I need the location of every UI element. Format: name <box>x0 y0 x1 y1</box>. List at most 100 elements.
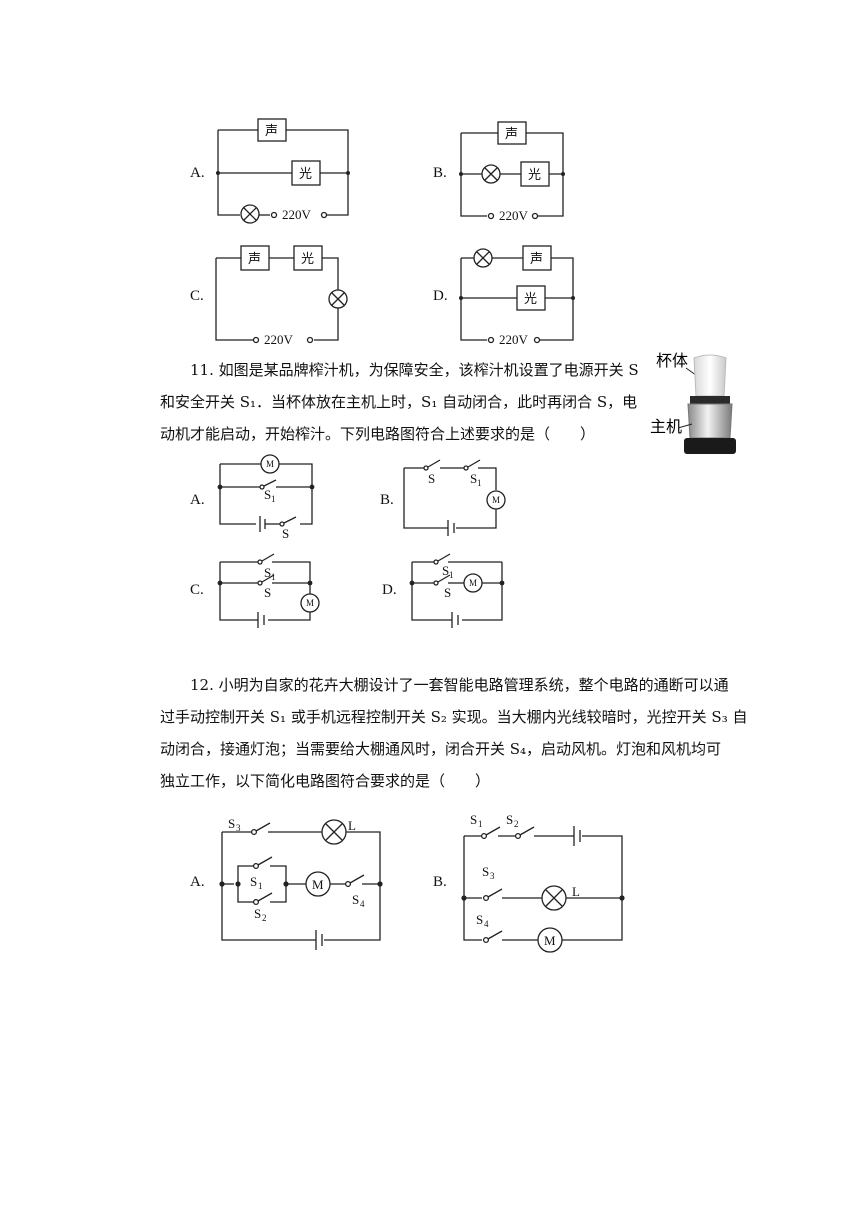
base-label: 主机 <box>650 417 682 436</box>
svg-text:1: 1 <box>477 478 482 488</box>
svg-text:4: 4 <box>484 919 489 929</box>
light-switch-label: 光 <box>301 252 314 267</box>
lamp-icon <box>481 164 501 184</box>
battery-icon <box>259 516 266 532</box>
light-switch-box <box>520 161 550 187</box>
svg-text:M: M <box>312 877 324 892</box>
svg-text:S: S <box>470 471 477 486</box>
q11-option-b-label: B. <box>380 492 394 508</box>
svg-text:S: S <box>250 874 257 889</box>
svg-text:1: 1 <box>258 881 263 891</box>
light-switch-box <box>293 245 323 271</box>
q12-option-b-label: B. <box>433 874 447 890</box>
light-switch-label: 光 <box>299 167 312 182</box>
question-number: 11. <box>190 361 214 379</box>
q12-option-a-label: A. <box>190 874 205 890</box>
svg-text:S: S <box>506 812 513 827</box>
svg-text:S: S <box>228 816 235 831</box>
voltage-label: 220V <box>499 208 529 223</box>
question-11-body: 和安全开关 S₁．当杯体放在主机上时，S₁ 自动闭合，此时再闭合 S，电 动机才… <box>160 386 650 450</box>
lamp-icon <box>473 248 493 268</box>
svg-text:M: M <box>266 459 274 469</box>
svg-text:L: L <box>348 818 356 833</box>
svg-text:1: 1 <box>478 819 483 829</box>
battery-icon <box>315 930 323 950</box>
battery-icon <box>447 520 455 536</box>
q10-circuit-c: 声 光 220V <box>215 245 348 347</box>
svg-text:S: S <box>470 812 477 827</box>
svg-text:M: M <box>306 598 314 608</box>
motor-icon: M <box>537 927 563 953</box>
svg-text:S: S <box>442 563 449 578</box>
question-number: 12. <box>190 676 214 694</box>
question-text-line2: 和安全开关 S₁．当杯体放在主机上时，S₁ 自动闭合，此时再闭合 S，电 <box>160 393 638 411</box>
svg-text:1: 1 <box>449 570 454 580</box>
battery-icon <box>257 612 265 628</box>
q11-option-c-label: C. <box>190 582 204 598</box>
juicer-photo: 杯体 主机 <box>650 351 736 454</box>
sound-switch-label: 声 <box>248 252 261 267</box>
motor-icon: M <box>300 593 320 613</box>
svg-text:S: S <box>264 585 271 600</box>
svg-text:M: M <box>492 495 500 505</box>
motor-icon: M <box>260 454 280 474</box>
svg-text:S: S <box>428 471 435 486</box>
q10-option-c-label: C. <box>190 288 204 304</box>
sound-switch-box <box>257 118 287 142</box>
q11-option-d-label: D. <box>382 582 397 598</box>
svg-text:3: 3 <box>236 823 241 833</box>
svg-text:S: S <box>352 892 359 907</box>
q10-option-a-label: A. <box>190 165 205 181</box>
battery-icon <box>573 826 581 846</box>
question-text-line4: 独立工作，以下简化电路图符合要求的是（ ） <box>160 772 491 790</box>
sound-switch-box <box>497 121 527 145</box>
question-text-line3: 动闭合，接通灯泡；当需要给大棚通风时，闭合开关 S₄，启动风机。灯泡和风机均可 <box>160 740 722 758</box>
question-12: 12. 小明为自家的花卉大棚设计了一套智能电路管理系统，整个电路的通断可以通 <box>190 669 750 701</box>
sound-switch-label: 声 <box>505 127 518 142</box>
sound-switch-box <box>240 245 270 271</box>
q10-circuit-b: 声 光 220V <box>459 121 565 223</box>
svg-text:4: 4 <box>360 899 365 909</box>
question-text-line3: 动机才能启动，开始榨汁。下列电路图符合上述要求的是（ ） <box>160 425 596 443</box>
voltage-label: 220V <box>499 332 529 347</box>
svg-text:L: L <box>572 884 580 899</box>
svg-text:S: S <box>444 585 451 600</box>
motor-icon: M <box>463 573 483 593</box>
light-switch-box <box>516 285 546 311</box>
svg-text:M: M <box>469 578 477 588</box>
svg-text:S: S <box>264 487 271 502</box>
motor-icon: M <box>305 871 331 897</box>
question-11: 11. 如图是某品牌榨汁机，为保障安全，该榨汁机设置了电源开关 S <box>190 354 650 386</box>
svg-text:S: S <box>254 906 261 921</box>
sound-switch-label: 声 <box>530 252 543 267</box>
q10-option-d-label: D. <box>433 288 448 304</box>
svg-text:S: S <box>264 565 271 580</box>
q10-circuit-d: 声 光 220V <box>459 245 575 347</box>
sound-switch-label: 声 <box>265 124 278 139</box>
question-text-line1: 小明为自家的花卉大棚设计了一套智能电路管理系统，整个电路的通断可以通 <box>218 676 729 694</box>
light-switch-box <box>291 160 321 186</box>
svg-text:2: 2 <box>262 913 267 923</box>
svg-text:1: 1 <box>271 572 276 582</box>
lamp-icon <box>328 289 348 309</box>
light-switch-label: 光 <box>524 292 537 307</box>
svg-text:S: S <box>482 864 489 879</box>
voltage-label: 220V <box>282 207 312 222</box>
lamp-icon <box>240 204 260 224</box>
light-switch-label: 光 <box>528 168 541 183</box>
lamp-icon <box>541 885 567 911</box>
question-text-line1: 如图是某品牌榨汁机，为保障安全，该榨汁机设置了电源开关 S <box>218 361 639 379</box>
sound-switch-box <box>522 245 552 271</box>
voltage-label: 220V <box>264 332 294 347</box>
svg-text:3: 3 <box>490 871 495 881</box>
cup-label: 杯体 <box>656 351 688 370</box>
svg-text:1: 1 <box>271 494 276 504</box>
svg-text:S: S <box>282 526 289 541</box>
